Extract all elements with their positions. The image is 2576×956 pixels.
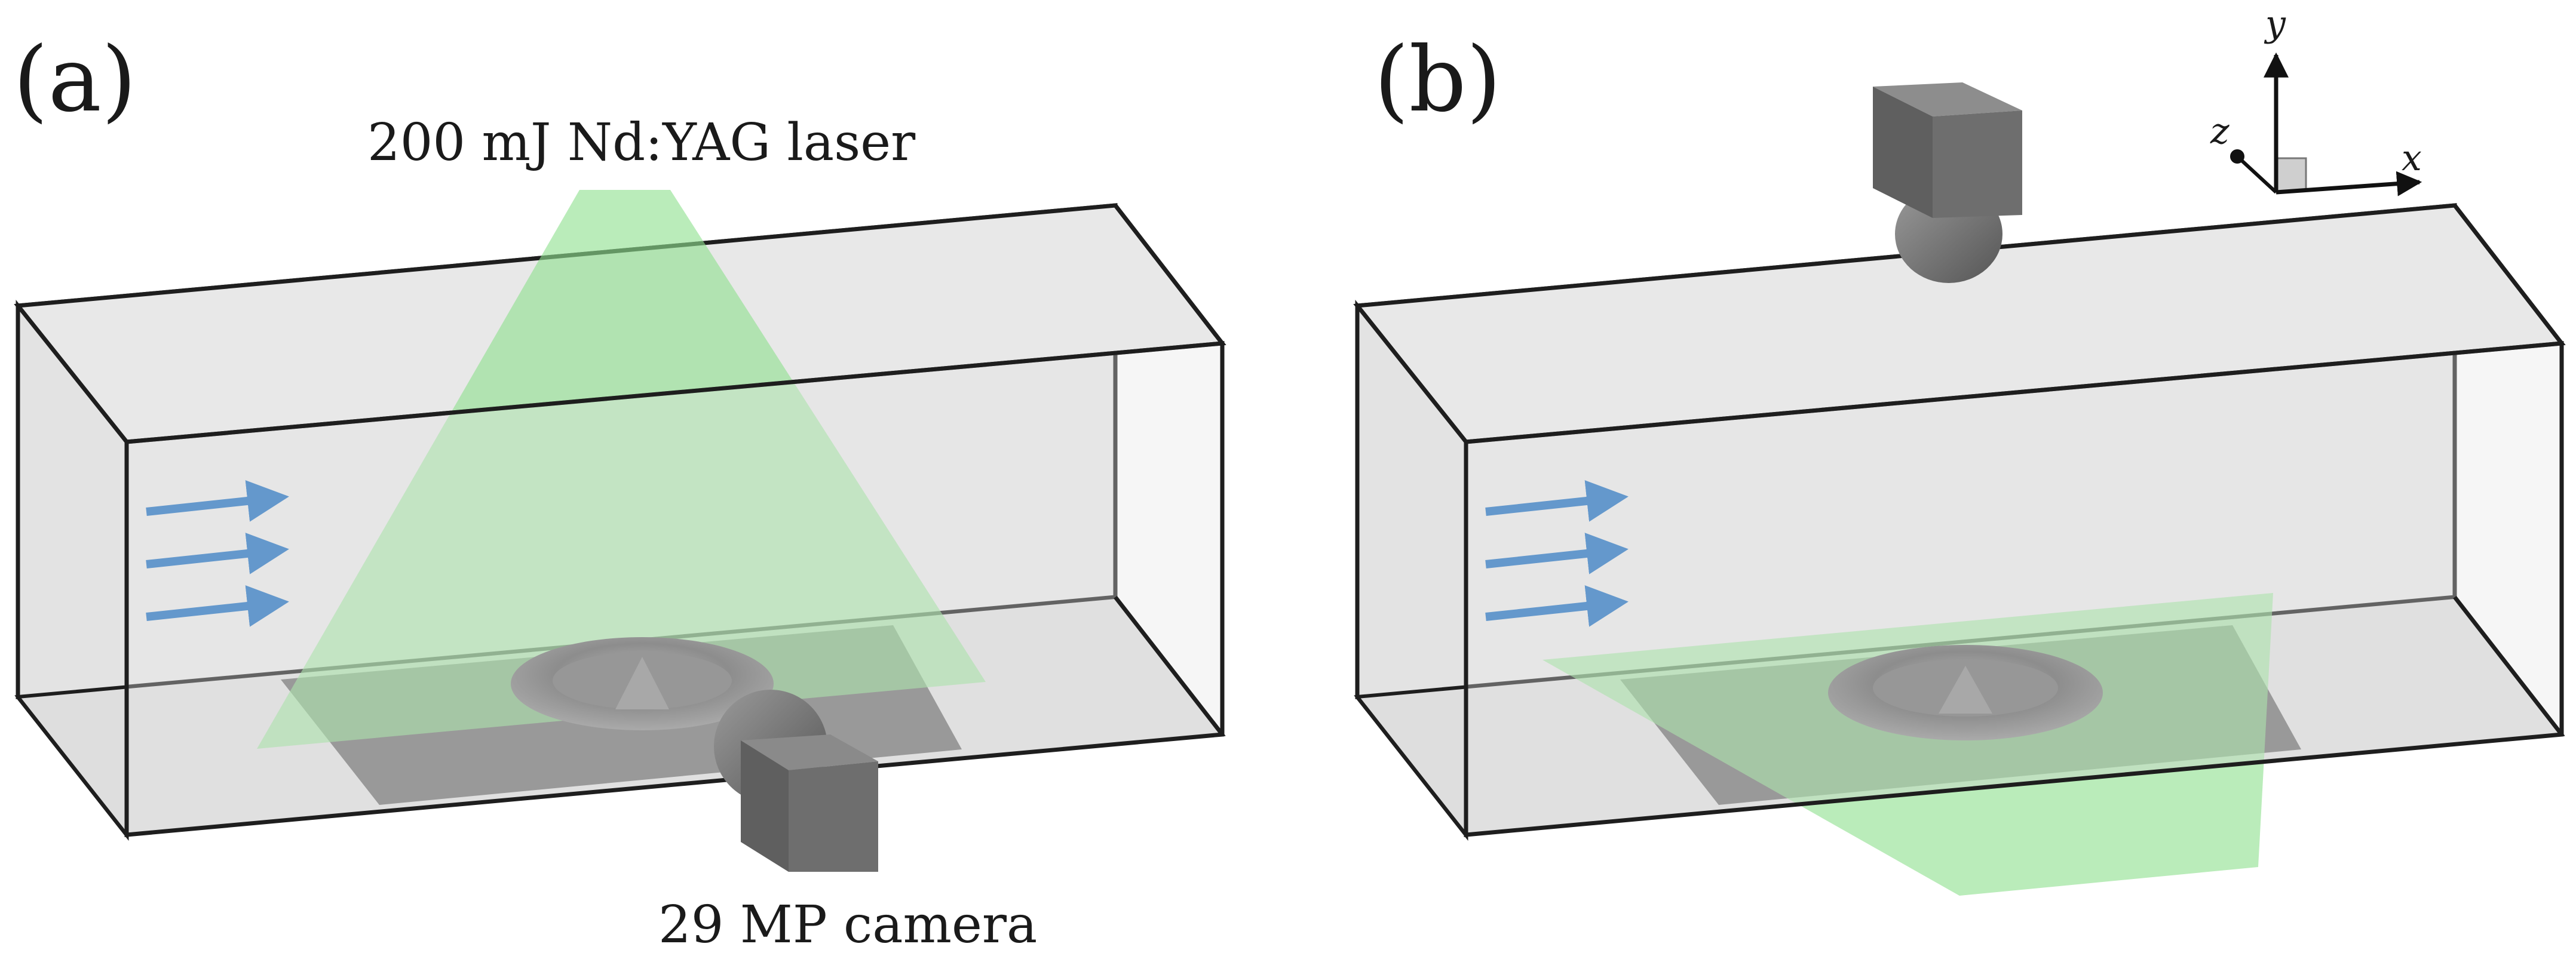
flow-arrow-icon (1485, 585, 1629, 627)
axis-x-label: x (2402, 137, 2422, 179)
camera-label: 29 MP camera (658, 895, 1037, 955)
axis-y-label: y (2264, 3, 2286, 45)
flow-arrow-icon (1485, 533, 1629, 574)
axis-z-label: z (2210, 110, 2230, 152)
flow-arrow-icon (146, 480, 289, 522)
flow-arrow-icon (146, 585, 289, 627)
coordinate-axes-icon: y x z (2210, 3, 2422, 196)
camera-icon (714, 690, 878, 872)
flow-arrows-a (146, 480, 289, 627)
panel-a: (a) (13, 28, 1226, 955)
bump-a (511, 637, 774, 730)
flow-arrows-b (1485, 480, 1629, 627)
bump-b (1828, 645, 2103, 740)
panel-a-label: (a) (13, 28, 136, 132)
panel-b-label: (b) (1374, 28, 1501, 132)
flow-arrow-icon (1485, 480, 1629, 522)
panel-b: (b) (1353, 3, 2566, 896)
camera-icon (1873, 82, 2022, 283)
flow-arrow-icon (146, 533, 289, 574)
laser-sheet-horizontal (1542, 593, 2273, 896)
laser-label: 200 mJ Nd:YAG laser (367, 113, 916, 173)
laser-sheet-vertical (257, 190, 986, 749)
